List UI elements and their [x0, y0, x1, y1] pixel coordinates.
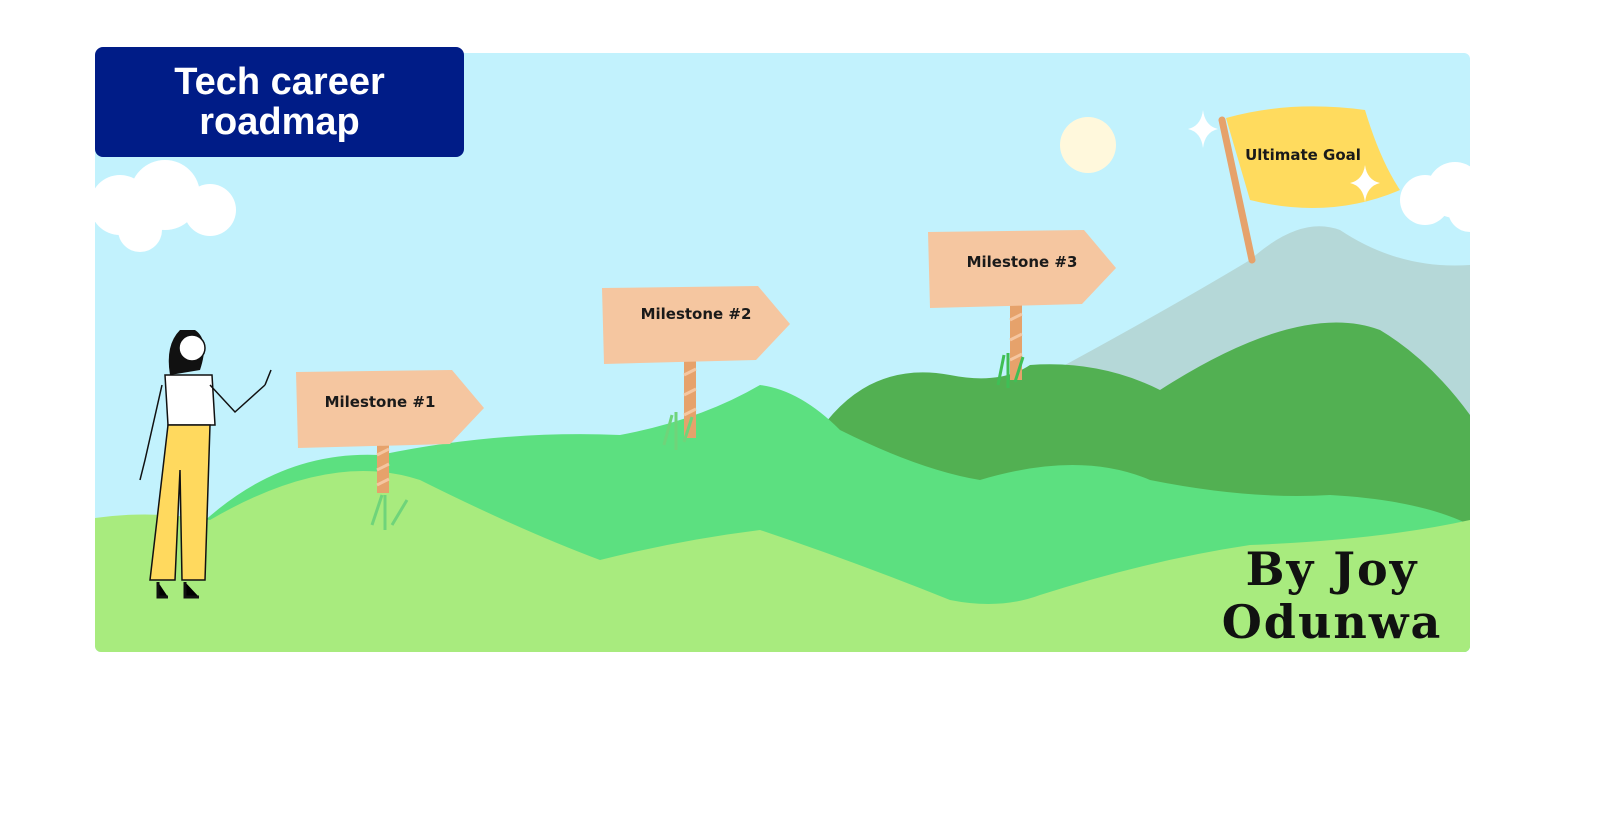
milestone-sign-3	[928, 230, 1116, 388]
milestone-1-label: Milestone #1	[325, 393, 436, 411]
sparkle-icon	[1350, 165, 1380, 202]
title-banner: Tech career roadmap	[95, 47, 464, 157]
milestone-sign-2	[602, 286, 790, 450]
author-line-1: By Joy	[1246, 542, 1419, 596]
milestone-3-label: Milestone #3	[967, 253, 1078, 271]
sparkle-icon	[1188, 110, 1218, 148]
cloud-right	[1400, 162, 1470, 232]
author-line-2: Odunwa	[1222, 595, 1443, 649]
milestone-2-label: Milestone #2	[641, 305, 752, 323]
woman-figure	[139, 330, 272, 599]
sun	[1060, 117, 1116, 173]
milestone-sign-1	[296, 370, 484, 530]
title-line-1: Tech career	[174, 61, 385, 103]
title-line-2: roadmap	[199, 101, 360, 143]
light-green-ground	[95, 471, 1470, 652]
cloud-left	[95, 160, 236, 252]
goal-label: Ultimate Goal	[1245, 146, 1361, 164]
